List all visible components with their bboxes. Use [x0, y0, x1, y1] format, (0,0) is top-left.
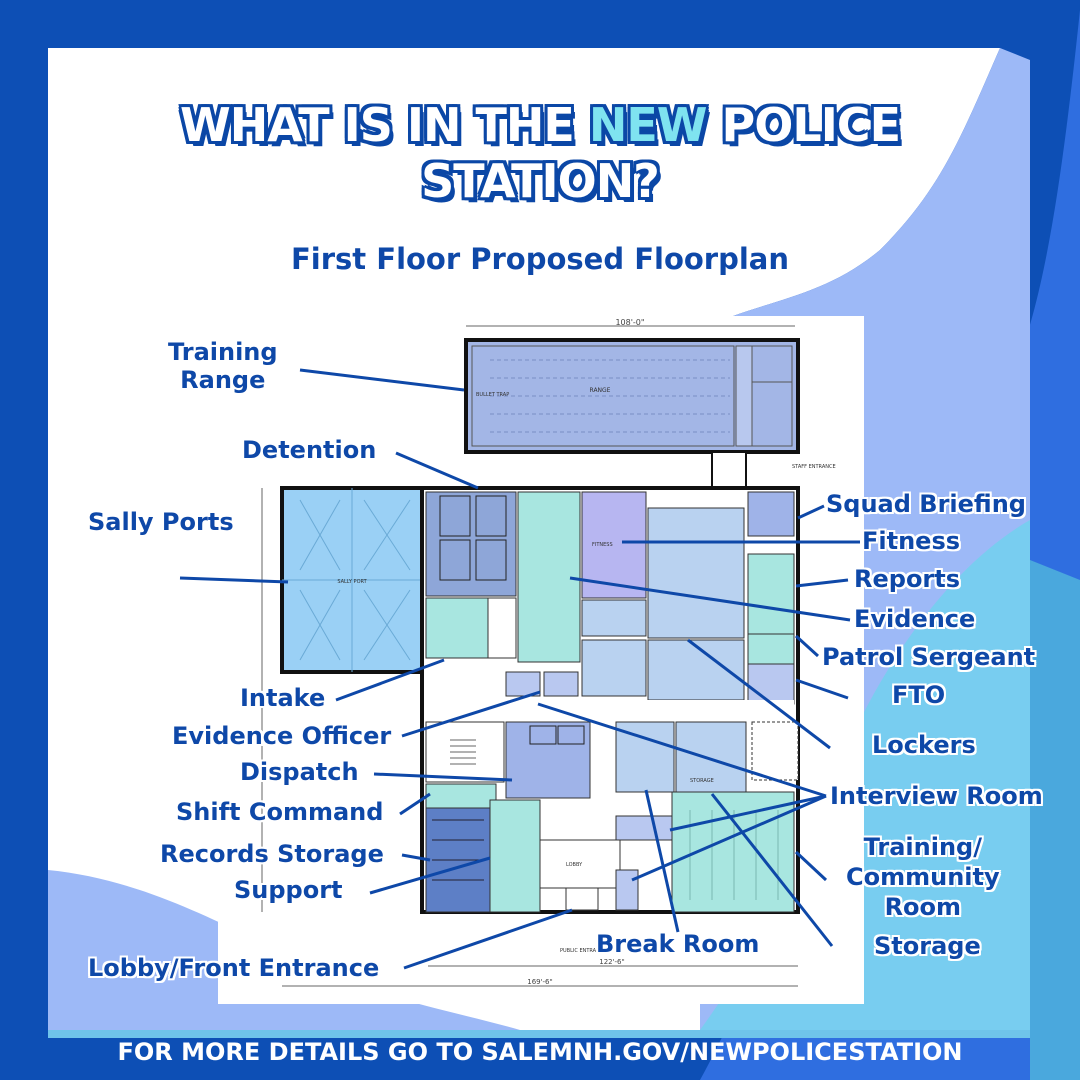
label-squad-briefing: Squad Briefing	[826, 490, 1026, 518]
svg-text:PUBLIC ENTRANCE: PUBLIC ENTRANCE	[560, 948, 606, 954]
leader-intake	[335, 658, 445, 702]
label-reports: Reports	[854, 565, 961, 593]
leader-lockers	[687, 638, 831, 750]
svg-text:STORAGE: STORAGE	[690, 778, 714, 784]
title-part1: WHAT IS IN THE	[180, 98, 589, 152]
floorplan: 108'-0" RANGE BULLET TRAP STAFF ENTRANCE…	[261, 318, 836, 987]
label-sally-ports: Sally Ports	[88, 508, 234, 536]
label-patrol-sergeant: Patrol Sergeant	[822, 643, 1036, 671]
leader-patrol-sergeant	[794, 634, 820, 658]
label-storage: Storage	[874, 932, 981, 960]
leader-break-room	[644, 789, 680, 933]
label-intake: Intake	[240, 684, 326, 712]
label-lobby-front-entrance: Lobby/Front Entrance	[88, 954, 380, 982]
leader-interview-1	[537, 702, 827, 798]
dim-top-label: 108'-0"	[615, 318, 644, 327]
label-support: Support	[234, 876, 343, 904]
leader-storage	[710, 793, 834, 947]
leader-reports	[795, 578, 849, 588]
bottom-band	[48, 1030, 1030, 1038]
svg-text:STAFF ENTRANCE: STAFF ENTRANCE	[792, 464, 836, 470]
svg-text:RANGE: RANGE	[590, 387, 611, 394]
leader-support	[369, 856, 491, 895]
label-evidence-officer: Evidence Officer	[172, 722, 392, 750]
label-training-community-room: Training/ Community Room	[846, 833, 1000, 921]
periwinkle-wave-left	[48, 870, 520, 1030]
title-highlight: NEW	[588, 98, 708, 152]
leader-interview-2	[669, 794, 827, 832]
footer-link-text: FOR MORE DETAILS GO TO SALEMNH.GOV/NEWPO…	[117, 1038, 963, 1066]
label-training-range: Training Range	[168, 338, 278, 394]
leader-training-range	[299, 368, 465, 392]
leader-dispatch	[373, 772, 513, 782]
leader-lines	[179, 368, 860, 970]
svg-text:SALLY PORT: SALLY PORT	[337, 579, 367, 585]
svg-text:BULLET TRAP: BULLET TRAP	[476, 392, 509, 398]
leader-shift-command	[399, 792, 431, 816]
label-detention: Detention	[242, 436, 377, 464]
label-dispatch: Dispatch	[240, 758, 359, 786]
leader-fto	[795, 678, 849, 700]
page-title: WHAT IS IN THE NEW POLICE	[0, 102, 1080, 148]
svg-text:LOBBY: LOBBY	[566, 862, 583, 868]
title-part2: POLICE	[706, 98, 901, 152]
leader-evidence-officer	[401, 690, 541, 738]
label-evidence: Evidence	[854, 605, 976, 633]
page-title-line2: STATION?	[421, 154, 660, 208]
label-fto: FTO	[892, 681, 946, 709]
svg-text:169'-6": 169'-6"	[527, 978, 552, 986]
label-shift-command: Shift Command	[176, 798, 384, 826]
leader-lobby	[403, 908, 573, 970]
label-interview-room: Interview Room	[830, 782, 1043, 810]
leader-training-community	[794, 850, 828, 882]
cyan-edge-right	[1030, 560, 1080, 1080]
svg-text:122'-6": 122'-6"	[599, 958, 624, 966]
leader-squad-briefing	[797, 504, 825, 520]
leader-evidence	[569, 576, 851, 622]
leader-sally-ports	[179, 576, 289, 584]
leader-interview-3	[631, 794, 827, 882]
svg-text:FITNESS: FITNESS	[592, 542, 613, 548]
page-subtitle: First Floor Proposed Floorplan	[290, 242, 790, 276]
label-lockers: Lockers	[872, 731, 976, 759]
leader-detention	[395, 451, 479, 490]
leader-records-storage	[401, 853, 431, 862]
label-break-room: Break Room	[596, 930, 760, 958]
label-fitness: Fitness	[862, 527, 961, 555]
label-records-storage: Records Storage	[160, 840, 384, 868]
